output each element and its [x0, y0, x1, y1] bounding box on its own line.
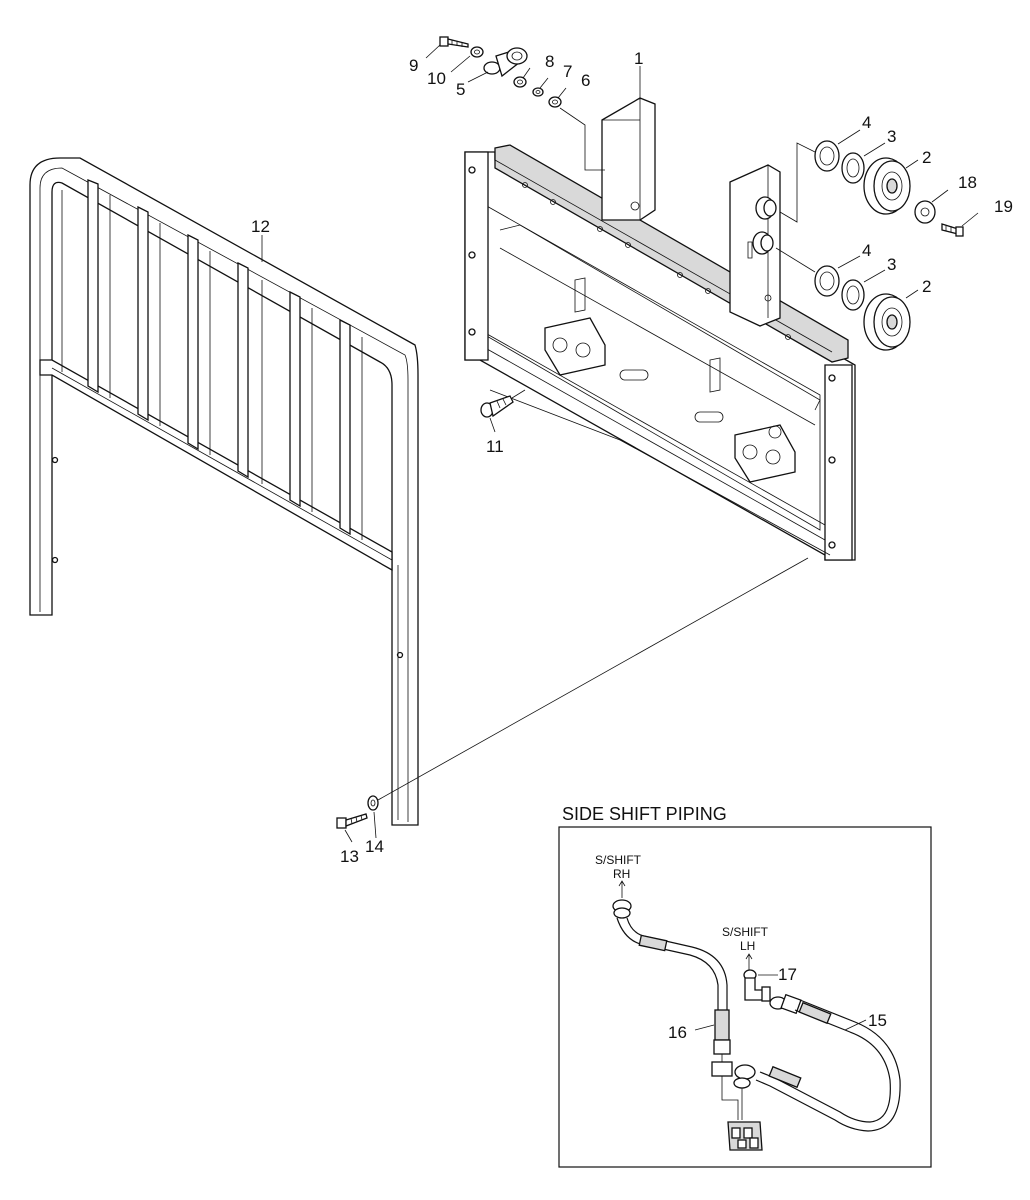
callout-17: 17 [778, 965, 797, 984]
callout-8: 8 [545, 52, 554, 71]
right-roller-bracket [729, 164, 781, 327]
washer-8 [513, 76, 527, 88]
backrest-slats [61, 179, 363, 540]
callout-3-lower: 3 [887, 255, 896, 274]
callout-13: 13 [340, 847, 359, 866]
callout-2-upper: 2 [922, 148, 931, 167]
callout-4-lower: 4 [862, 241, 871, 260]
washer-6 [548, 96, 562, 108]
bolt-9 [439, 36, 469, 48]
callout-14: 14 [365, 837, 384, 856]
label-lh: LH [740, 939, 755, 953]
roller-bearing-2-upper [863, 157, 911, 215]
shim-3-lower [841, 279, 865, 311]
callout-numbers: 1 2 2 3 3 4 4 5 6 7 8 9 10 11 12 13 14 1… [251, 49, 1013, 1042]
callout-5: 5 [456, 80, 465, 99]
inset-title: SIDE SHIFT PIPING [562, 804, 727, 824]
roller-bearing-2-lower [863, 293, 911, 351]
callout-19: 19 [994, 197, 1013, 216]
shim-3-upper [841, 152, 865, 184]
load-backrest [29, 157, 419, 826]
washer-10 [470, 46, 484, 58]
washer-7 [532, 87, 544, 97]
label-sshift-lh: S/SHIFT [722, 925, 769, 939]
shim-4-upper [814, 140, 840, 172]
label-sshift-rh: S/SHIFT [595, 853, 642, 867]
leader-lines [261, 44, 979, 843]
bolt-13 [336, 813, 368, 829]
callout-12: 12 [251, 217, 270, 236]
callout-10: 10 [427, 69, 446, 88]
callout-7: 7 [563, 62, 572, 81]
inset-frame [558, 826, 932, 1168]
washer-14 [367, 795, 379, 811]
callout-18: 18 [958, 173, 977, 192]
bolt-19 [941, 223, 964, 237]
callout-6: 6 [581, 71, 590, 90]
shim-4-lower [814, 265, 840, 297]
cylinder-clamp-right [734, 424, 796, 483]
left-roller-bracket-1 [601, 97, 656, 221]
eccentric-pin-5 [483, 47, 528, 78]
callout-15: 15 [868, 1011, 887, 1030]
cylinder-clamp-left [544, 317, 606, 376]
washer-18 [914, 200, 936, 224]
label-rh: RH [613, 867, 630, 881]
valve-block [727, 1121, 763, 1151]
hose-16 [612, 899, 739, 1120]
callout-4-upper: 4 [862, 113, 871, 132]
callout-9: 9 [409, 56, 418, 75]
callout-2-lower: 2 [922, 277, 931, 296]
callout-16: 16 [668, 1023, 687, 1042]
callout-1: 1 [634, 49, 643, 68]
elbow-fitting-17 [743, 969, 771, 1002]
carriage-frame [464, 144, 856, 561]
side-shift-piping-inset: SIDE SHIFT PIPING S/SHIFT RH S/SHIFT LH [558, 804, 932, 1168]
hose-15 [733, 993, 901, 1132]
bolt-11 [480, 395, 514, 418]
callout-11: 11 [486, 437, 504, 456]
callout-3-upper: 3 [887, 127, 896, 146]
